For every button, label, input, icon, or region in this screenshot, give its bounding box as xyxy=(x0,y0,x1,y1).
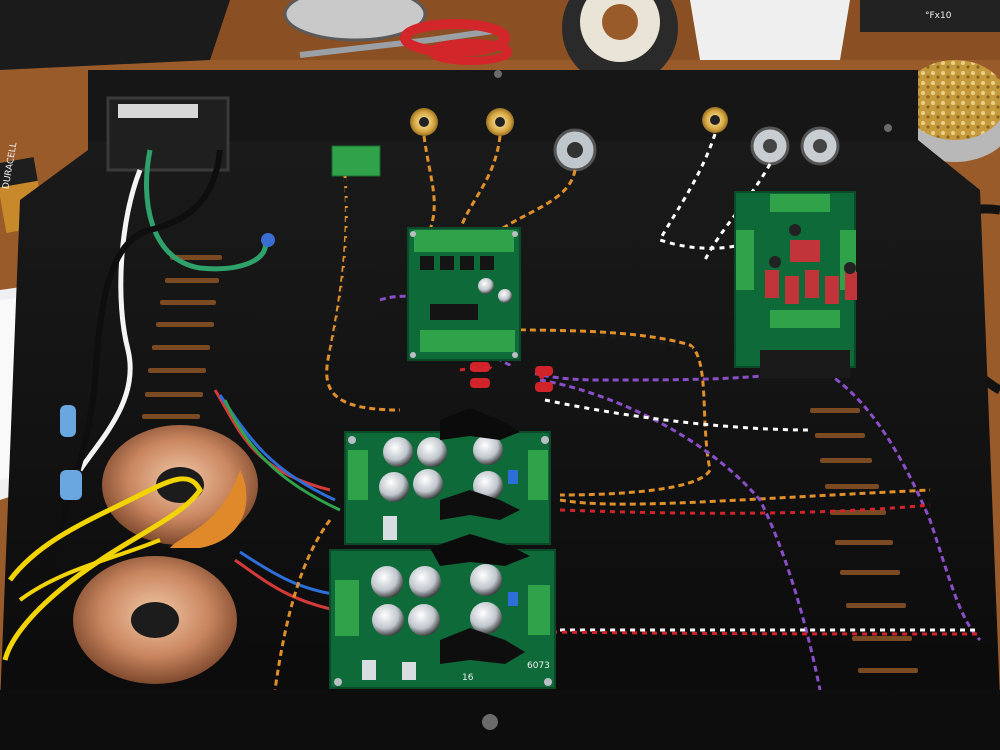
black-object-top-left xyxy=(0,0,230,70)
preamp-pcb xyxy=(734,191,857,378)
power-inlet-label xyxy=(118,104,198,118)
board-marking-text: 6073 xyxy=(527,661,550,671)
blue-secondary-lead-2 xyxy=(239,550,341,597)
green-ground-wire xyxy=(144,149,268,272)
power-supply-pcb-bottom: 6073 16 xyxy=(329,549,556,689)
ground-lug xyxy=(261,233,275,247)
red-secondary-lead-2 xyxy=(234,558,336,612)
control-pcb xyxy=(407,227,521,361)
yellow-transformer-leads xyxy=(2,476,203,661)
xlr-jack xyxy=(553,128,597,172)
bnc-jack-1 xyxy=(750,126,790,166)
rca-jack-1 xyxy=(410,108,438,136)
wire-junction-heatshrink xyxy=(470,362,553,392)
brass-tip-cleaner xyxy=(897,60,1000,162)
bnc-jack-2 xyxy=(800,126,840,166)
white-cloth xyxy=(690,0,850,60)
bench-label-text: °Fx10 xyxy=(925,11,952,21)
green-secondary-lead xyxy=(223,399,341,512)
insulated-crimp-2 xyxy=(60,470,82,500)
yellow-transformer-leads-2 xyxy=(18,538,161,602)
pcb-standoffs xyxy=(334,231,552,686)
rca-jack-2 xyxy=(486,108,514,136)
toroidal-transformer-top xyxy=(102,425,258,548)
red-scissors xyxy=(299,19,512,65)
rca-jack-3 xyxy=(702,107,728,133)
black-twisted-wires xyxy=(330,177,693,353)
vent-slots-right xyxy=(810,408,918,673)
terminal-block-rear xyxy=(331,145,381,177)
chassis-front-panel xyxy=(0,690,1000,750)
board-marking-small-text: 16 xyxy=(462,673,474,683)
magnifier-lens xyxy=(283,0,427,42)
vent-slots-left xyxy=(142,255,222,419)
tape-roll xyxy=(562,0,678,86)
heatsinks xyxy=(430,408,530,566)
insulated-crimp-1 xyxy=(60,405,76,437)
white-mains-wire xyxy=(77,169,143,472)
rear-panel-screw xyxy=(494,70,502,78)
front-panel-screw xyxy=(482,714,498,730)
toroidal-transformer-bottom xyxy=(73,556,237,684)
power-supply-pcb-top xyxy=(344,431,551,545)
rear-panel-screw-right xyxy=(884,124,892,132)
soldering-station xyxy=(860,0,1000,32)
